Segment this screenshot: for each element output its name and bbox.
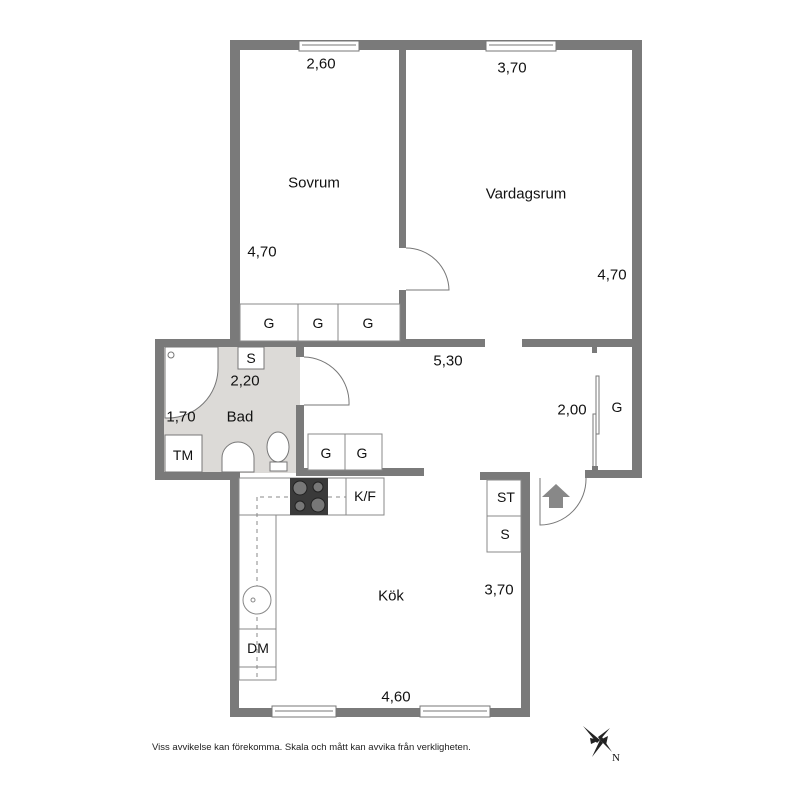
dim-sovrum-depth: 4,70	[247, 243, 277, 261]
hall-storage	[486, 479, 522, 553]
dim-vardagsrum-depth: 4,70	[597, 266, 627, 284]
dim-kok-depth: 3,70	[484, 581, 514, 599]
washer-label: TM	[172, 447, 194, 463]
walls	[155, 40, 642, 717]
disclaimer-text: Viss avvikelse kan förekomma. Skala och …	[152, 742, 471, 753]
dim-bad-depth: 1,70	[166, 408, 196, 426]
compass-icon	[583, 726, 612, 757]
doors	[303, 247, 600, 526]
wardrobe-label: G	[356, 445, 368, 461]
bath-fixtures	[164, 346, 290, 473]
fridge-freezer-label: K/F	[354, 488, 376, 504]
dim-closet-width: 2,00	[557, 401, 587, 419]
compass-north-label: N	[612, 752, 620, 764]
hall-wardrobes	[307, 433, 383, 471]
dim-vardagsrum-width: 3,70	[497, 59, 527, 77]
wardrobe-label: G	[263, 315, 275, 331]
room-label-kok: Kök	[378, 587, 404, 605]
dishwasher-label: DM	[247, 640, 269, 656]
wardrobe-label: G	[611, 399, 623, 415]
wardrobe-label: G	[362, 315, 374, 331]
windows	[271, 40, 557, 718]
room-label-bad: Bad	[226, 408, 254, 426]
room-label-vardagsrum: Vardagsrum	[485, 185, 567, 203]
stove-icon	[290, 478, 328, 515]
wardrobe-label: G	[320, 445, 332, 461]
dim-sovrum-width: 2,60	[306, 55, 336, 73]
dim-kok-width: 4,60	[381, 688, 411, 706]
room-label-sovrum: Sovrum	[288, 174, 340, 192]
wardrobe-label: G	[312, 315, 324, 331]
bath-storage-label: S	[246, 350, 256, 366]
hall-storage-top-label: ST	[497, 489, 515, 505]
dim-bad-width: 2,20	[230, 372, 260, 390]
entrance-arrow-icon	[542, 484, 570, 508]
wardrobes-sovrum	[239, 303, 401, 342]
dim-hall-width: 5,30	[433, 352, 463, 370]
hall-storage-bottom-label: S	[500, 526, 510, 542]
